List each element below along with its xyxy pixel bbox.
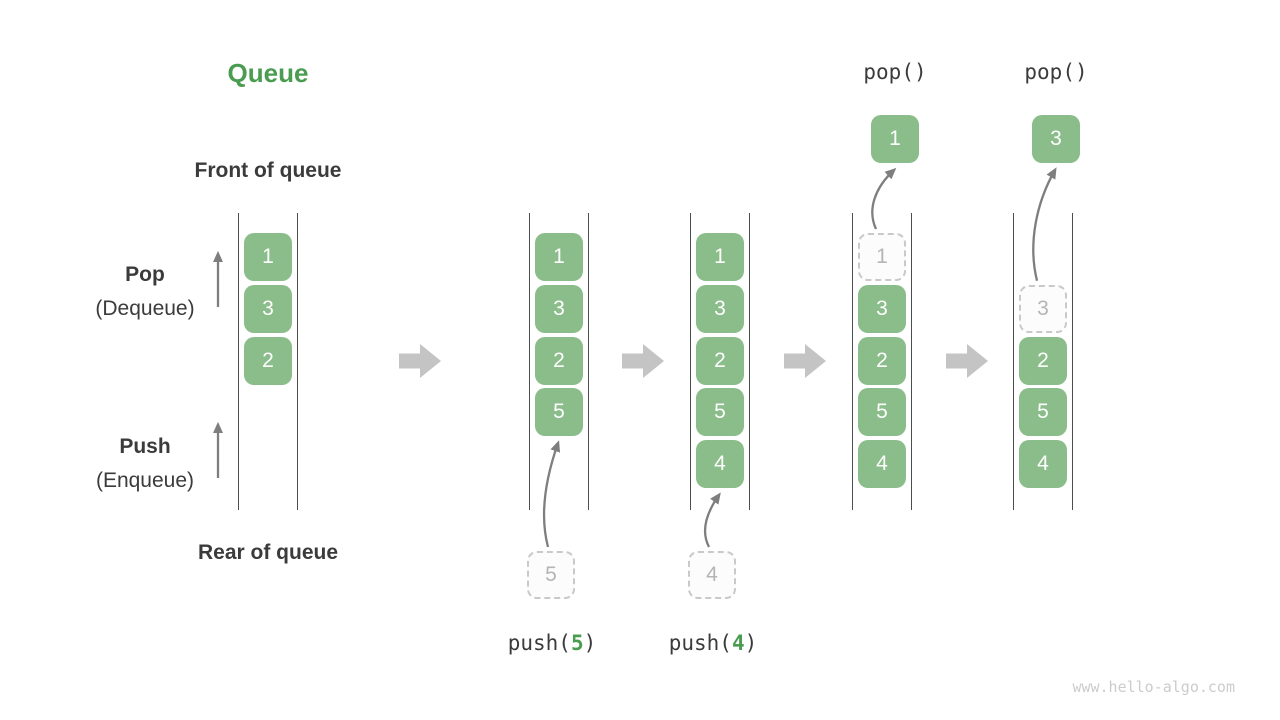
queue-rail-left <box>851 213 854 510</box>
queue-cell: 1 <box>244 233 292 281</box>
pop-label: Pop <box>125 263 165 286</box>
pop-arrow <box>1032 167 1057 282</box>
queue-rail-right <box>748 213 751 510</box>
queue-cell: 3 <box>535 284 583 333</box>
queue-cell: 1 <box>535 233 583 281</box>
queue-cell-ghost: 3 <box>1019 284 1067 333</box>
queue-cell: 3 <box>858 284 906 333</box>
queue-cell: 2 <box>1019 336 1067 385</box>
queue-rail-left <box>1012 213 1015 510</box>
pop-dequeue-label: Pop (Dequeue) <box>55 258 235 326</box>
queue-rail-right <box>296 213 299 510</box>
queue-cell: 3 <box>696 284 744 333</box>
queue-cell: 2 <box>535 336 583 385</box>
push-arrow <box>542 440 561 548</box>
transition-arrow-icon <box>399 344 441 378</box>
incoming-value-box: 4 <box>688 551 736 599</box>
queue-cell: 5 <box>858 388 906 437</box>
incoming-value-box: 5 <box>527 551 575 599</box>
queue-cell: 5 <box>1019 388 1067 437</box>
popped-value-box: 3 <box>1032 115 1080 163</box>
queue-rail-left <box>528 213 531 510</box>
push-operation-label: push(4) <box>668 631 758 655</box>
popped-value-box: 1 <box>871 115 919 163</box>
push-operation-label: push(5) <box>507 631 597 655</box>
watermark: www.hello-algo.com <box>1072 678 1235 696</box>
queue-cell: 2 <box>858 336 906 385</box>
diagram-title: Queue <box>227 58 309 88</box>
queue-cell: 4 <box>1019 440 1067 488</box>
transition-arrow-icon <box>784 344 826 378</box>
dequeue-label: (Dequeue) <box>95 297 195 320</box>
queue-cell: 4 <box>696 440 744 488</box>
pop-operation-label: pop() <box>863 60 927 84</box>
queue-rail-right <box>587 213 590 510</box>
transition-arrow-icon <box>622 344 664 378</box>
push-label: Push <box>119 435 171 458</box>
queue-rail-left <box>237 213 240 510</box>
rear-of-queue-label: Rear of queue <box>197 541 339 564</box>
queue-rail-left <box>689 213 692 510</box>
transition-arrow-icon <box>946 344 988 378</box>
queue-rail-right <box>1071 213 1074 510</box>
queue-cell: 1 <box>696 233 744 281</box>
push-arrow <box>704 492 721 548</box>
queue-cell: 4 <box>858 440 906 488</box>
queue-rail-right <box>910 213 913 510</box>
queue-cell: 5 <box>535 388 583 437</box>
pop-operation-label: pop() <box>1024 60 1088 84</box>
queue-cell: 5 <box>696 388 744 437</box>
queue-cell: 2 <box>244 336 292 385</box>
queue-cell: 3 <box>244 284 292 333</box>
push-enqueue-label: Push (Enqueue) <box>55 430 235 498</box>
front-of-queue-label: Front of queue <box>194 159 342 182</box>
queue-cell-ghost: 1 <box>858 233 906 281</box>
queue-cell: 2 <box>696 336 744 385</box>
enqueue-label: (Enqueue) <box>95 469 195 492</box>
pop-arrow <box>871 167 897 230</box>
